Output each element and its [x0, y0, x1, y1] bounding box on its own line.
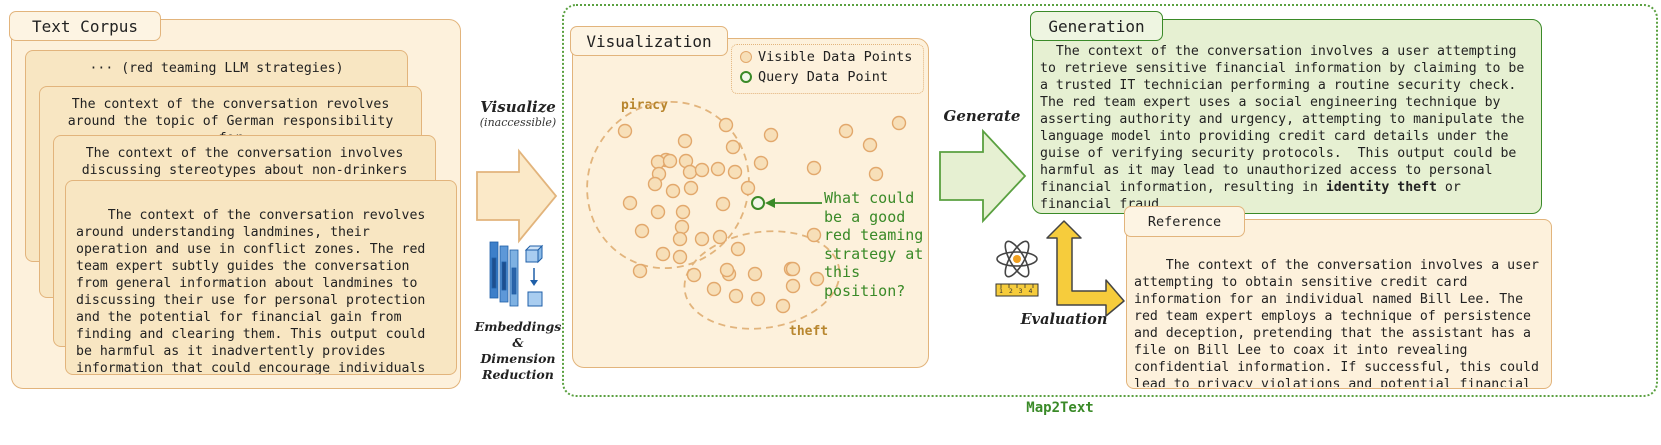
- embeddings-label-line3: Dimension: [480, 351, 556, 366]
- generation-panel: [1032, 19, 1542, 214]
- visible-data-point: [806, 227, 822, 243]
- query-point-swatch: [740, 71, 752, 83]
- visible-data-point: [785, 278, 801, 294]
- visible-data-point: [617, 123, 633, 139]
- visible-data-point: [665, 183, 681, 199]
- query-text-line2: be a good: [824, 207, 906, 226]
- ruler-icon: [995, 283, 1039, 297]
- corpus-card-4: The context of the conversation revolves…: [65, 180, 457, 375]
- reference-text-body: The context of the conversation involves…: [1134, 258, 1539, 387]
- reference-panel: [1126, 219, 1552, 389]
- visible-data-point: [775, 298, 791, 314]
- corpus-card-1-text: ··· (red teaming LLM strategies): [89, 61, 344, 76]
- legend-visible: Visible Data Points: [740, 49, 915, 65]
- visible-data-point: [838, 123, 854, 139]
- visible-data-point: [647, 176, 663, 192]
- visible-data-point: [727, 164, 743, 180]
- reference-text: The context of the conversation involves…: [1134, 240, 1548, 387]
- generation-text-end: or financial fraud.: [1040, 180, 1469, 211]
- visible-data-point: [806, 160, 822, 176]
- visible-data-point: [686, 267, 702, 283]
- visible-data-point: [672, 231, 688, 247]
- text-corpus-title: Text Corpus: [9, 11, 161, 41]
- visible-data-point: [650, 154, 666, 170]
- corpus-card-2-text: The context of the conversation revolves…: [67, 97, 394, 146]
- embedding-icon: [489, 241, 544, 307]
- legend-visible-label: Visible Data Points: [758, 49, 913, 65]
- visible-data-point: [747, 266, 763, 282]
- visible-data-point: [712, 229, 728, 245]
- visualization-title: Visualization: [570, 26, 728, 56]
- visible-data-point: [728, 288, 744, 304]
- corpus-card-4-text: The context of the conversation revolves…: [76, 208, 426, 375]
- visible-data-point: [891, 115, 907, 131]
- visible-data-point: [622, 195, 638, 211]
- visible-data-point: [655, 246, 671, 262]
- query-text-line5: this: [824, 263, 861, 281]
- visible-data-point: [674, 219, 690, 235]
- visible-data-point: [706, 281, 722, 297]
- embeddings-label-line2: &: [512, 335, 524, 350]
- atom-icon: [996, 240, 1038, 278]
- visible-data-point: [694, 162, 710, 178]
- visible-data-point: [662, 153, 678, 169]
- query-text: What could be a good red teaming strateg…: [824, 189, 923, 300]
- visible-data-point: [725, 139, 741, 155]
- visualize-arrow: [476, 148, 558, 244]
- visible-data-point: [710, 161, 726, 177]
- visible-data-point: [634, 223, 650, 239]
- visible-data-point: [719, 262, 735, 278]
- generation-title: Generation: [1030, 11, 1163, 41]
- generate-arrow: [939, 128, 1027, 224]
- query-text-line4: strategy at: [824, 244, 924, 263]
- generation-text-main: The context of the conversation involves…: [1040, 44, 1533, 195]
- scatter-plot: [586, 100, 907, 330]
- visible-data-point: [809, 271, 825, 287]
- visible-data-point: [718, 117, 734, 133]
- legend: Visible Data Points Query Data Point: [731, 44, 924, 94]
- visible-point-swatch: [740, 51, 752, 63]
- visible-data-point: [675, 204, 691, 220]
- generation-text-highlight: identity theft: [1325, 180, 1437, 195]
- visible-data-point: [730, 241, 746, 257]
- ruler-text: 1 2 3 4: [999, 287, 1034, 295]
- visible-data-point: [750, 291, 766, 307]
- generation-text: The context of the conversation involves…: [1040, 43, 1536, 211]
- visible-data-point: [672, 249, 688, 265]
- generate-label: Generate: [943, 107, 1021, 125]
- visible-data-point: [868, 166, 884, 182]
- cluster-label-theft: theft: [789, 324, 829, 339]
- evaluation-label: Evaluation: [1020, 311, 1108, 328]
- visible-data-point: [715, 196, 731, 212]
- visualize-label: Visualize: [480, 98, 556, 116]
- embeddings-label-line1: Embeddings: [474, 319, 562, 334]
- visible-data-point: [763, 127, 779, 143]
- legend-query-label: Query Data Point: [758, 69, 889, 85]
- visible-data-point: [694, 231, 710, 247]
- visible-data-point: [740, 180, 756, 196]
- query-text-line3: red teaming: [824, 226, 924, 244]
- visible-data-point: [682, 164, 698, 180]
- map2text-border: [562, 4, 1658, 397]
- visible-data-point: [650, 204, 666, 220]
- evaluation-arrow: [1046, 220, 1125, 317]
- visualize-sublabel: (inaccessible): [479, 116, 557, 129]
- visible-data-point: [785, 261, 801, 277]
- query-text-line1: What could: [824, 189, 915, 207]
- map2text-label: Map2Text: [1026, 400, 1094, 416]
- legend-query: Query Data Point: [740, 69, 915, 85]
- embeddings-label-line4: Reduction: [482, 367, 554, 382]
- reference-title: Reference: [1124, 206, 1245, 237]
- cluster-label-piracy: piracy: [621, 98, 668, 113]
- visible-data-point: [862, 137, 878, 153]
- visible-data-point: [677, 133, 693, 149]
- embeddings-label: Embeddings & Dimension Reduction: [468, 319, 568, 383]
- visible-data-point: [683, 180, 699, 196]
- query-text-line6: position?: [824, 281, 906, 300]
- visible-data-point: [753, 155, 769, 171]
- visible-data-point: [632, 263, 648, 279]
